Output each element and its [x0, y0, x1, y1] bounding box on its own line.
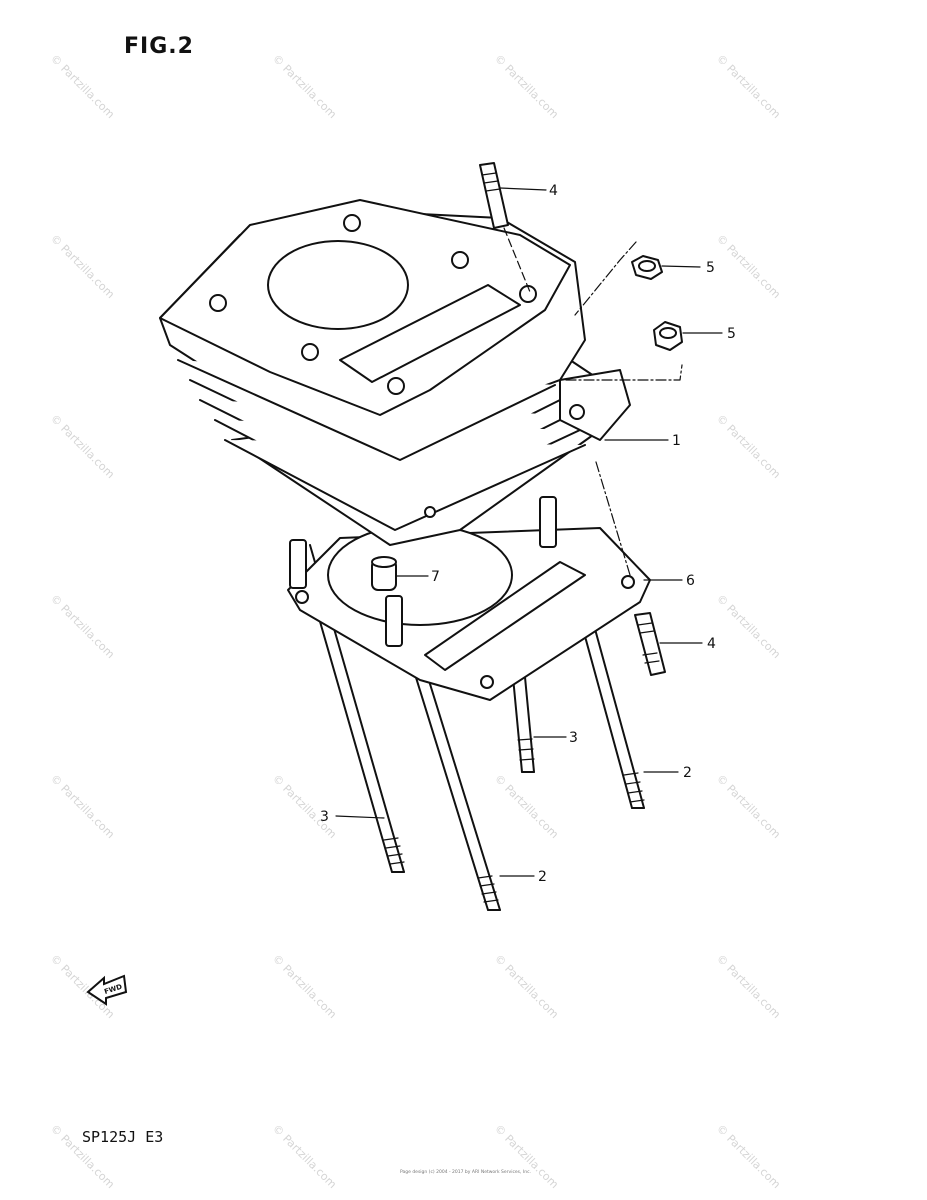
callout-3: 3: [569, 730, 578, 746]
stud-bolt-short: [634, 612, 666, 676]
callout-2: 2: [683, 765, 692, 781]
model-code: SP125J E3: [82, 1128, 164, 1146]
stud-bolt-long: [289, 496, 557, 647]
callout-1: 1: [672, 433, 681, 449]
callout-4: 4: [707, 636, 716, 652]
callout-5: 5: [727, 326, 736, 342]
fwd-arrow-icon: FWD: [86, 974, 128, 1006]
stud-bolt-short: [479, 162, 531, 293]
callout-4: 4: [549, 183, 558, 199]
callout-7: 7: [431, 569, 440, 585]
callout-2: 2: [538, 869, 547, 885]
hex-nut: [631, 255, 663, 280]
callout-5: 5: [706, 260, 715, 276]
dowel-pin: [371, 556, 397, 591]
figure-title: FIG.2: [124, 34, 194, 59]
cylinder-block: [159, 199, 631, 546]
callout-3: 3: [320, 809, 329, 825]
copyright-footer: Page design (c) 2004 - 2017 by ARI Netwo…: [400, 1170, 531, 1175]
callout-6: 6: [686, 573, 695, 589]
hex-nut: [653, 321, 683, 351]
